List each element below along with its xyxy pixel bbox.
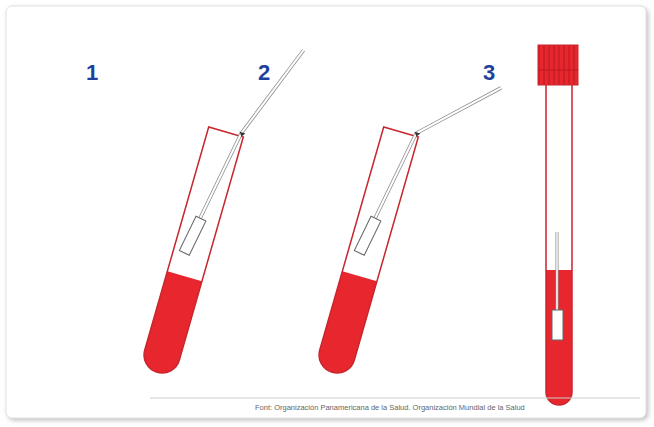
step-number: 3 [483,60,495,86]
step-number: 2 [258,60,270,86]
step-number: 1 [86,60,98,86]
source-note: Font: Organización Panamericana de la Sa… [255,403,525,412]
footer-rule [150,398,640,399]
tube-3 [538,45,578,405]
tube-1 [140,31,304,387]
tube-2 [315,60,501,396]
frame [6,6,646,418]
